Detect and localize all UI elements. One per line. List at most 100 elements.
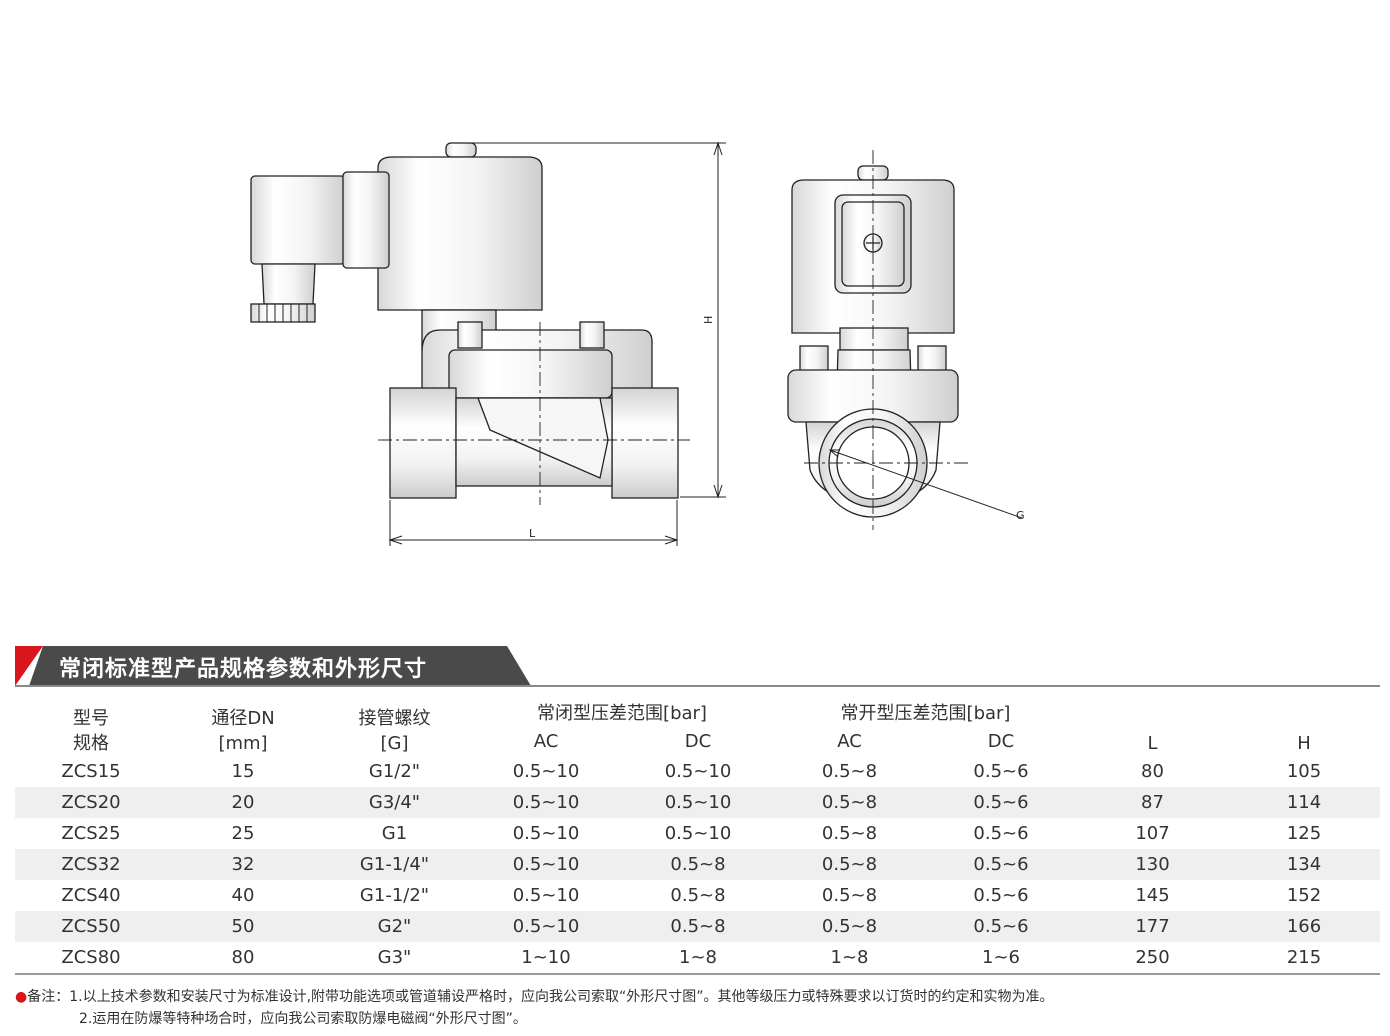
dim-label-l: L — [529, 527, 536, 540]
cell-thread: G3" — [319, 942, 470, 975]
front-view — [250, 141, 726, 546]
cell-no-ac: 0.5~8 — [774, 880, 925, 911]
table-row: ZCS80 80 G3" 1~10 1~8 1~8 1~6 250 215 — [15, 942, 1380, 975]
cell-nc-dc: 0.5~8 — [622, 911, 774, 942]
cell-thread: G1-1/4" — [319, 849, 470, 880]
side-view — [787, 150, 1023, 530]
cell-model: ZCS20 — [15, 787, 167, 818]
cell-no-ac: 0.5~8 — [774, 756, 925, 787]
cell-l: 145 — [1077, 880, 1228, 911]
cell-nc-ac: 0.5~10 — [470, 911, 622, 942]
side-bolt-left — [799, 345, 829, 373]
cell-no-dc: 1~6 — [925, 942, 1077, 975]
dim-label-h: H — [702, 316, 715, 324]
cell-no-ac: 0.5~8 — [774, 911, 925, 942]
cell-h: 114 — [1228, 787, 1380, 818]
cell-dn: 40 — [167, 880, 319, 911]
cell-h: 152 — [1228, 880, 1380, 911]
cell-h: 215 — [1228, 942, 1380, 975]
cell-model: ZCS50 — [15, 911, 167, 942]
header-dn-line2: [mm] — [218, 733, 268, 754]
cell-no-dc: 0.5~6 — [925, 818, 1077, 849]
section-header-rule — [15, 685, 1380, 687]
cell-no-ac: 0.5~8 — [774, 818, 925, 849]
cell-l: 107 — [1077, 818, 1228, 849]
cell-l: 250 — [1077, 942, 1228, 975]
cable-gland — [261, 263, 316, 305]
valve-drawing-svg: H L G — [250, 141, 1025, 546]
cell-no-dc: 0.5~6 — [925, 880, 1077, 911]
note-bullet: ● — [15, 989, 28, 1005]
cell-dn: 50 — [167, 911, 319, 942]
header-dn-line1: 通径DN — [211, 708, 275, 729]
header-nc-range: 常闭型压差范围[bar] — [470, 694, 774, 726]
cell-l: 177 — [1077, 911, 1228, 942]
cell-h: 125 — [1228, 818, 1380, 849]
cell-dn: 20 — [167, 787, 319, 818]
cell-no-ac: 0.5~8 — [774, 849, 925, 880]
cell-model: ZCS40 — [15, 880, 167, 911]
connector-plug — [250, 175, 346, 265]
body-port-left — [389, 387, 457, 499]
cell-nc-ac: 0.5~10 — [470, 787, 622, 818]
section-title: 常闭标准型产品规格参数和外形尺寸 — [59, 657, 428, 682]
spec-table-body: ZCS15 15 G1/2" 0.5~10 0.5~10 0.5~8 0.5~6… — [15, 756, 1380, 975]
table-row: ZCS40 40 G1-1/2" 0.5~10 0.5~8 0.5~8 0.5~… — [15, 880, 1380, 911]
note-text-2: 2.运用在防爆等特种场合时，应向我公司索取防爆电磁阀“外形尺寸图”。 — [79, 1011, 527, 1027]
cell-model: ZCS80 — [15, 942, 167, 975]
cell-dn: 32 — [167, 849, 319, 880]
header-nc-dc: DC — [622, 726, 774, 756]
flange-plate — [448, 349, 613, 399]
cell-nc-dc: 0.5~8 — [622, 880, 774, 911]
bolt-right — [579, 321, 605, 349]
header-nc-ac: AC — [470, 726, 622, 756]
section-header: 常闭标准型产品规格参数和外形尺寸 — [15, 646, 1380, 687]
cell-thread: G1 — [319, 818, 470, 849]
dim-label-g: G — [1016, 509, 1025, 522]
connector-flange — [342, 171, 390, 269]
header-thread-line2: [G] — [380, 733, 409, 754]
header-thread: 接管螺纹 [G] — [319, 694, 470, 756]
cell-h: 105 — [1228, 756, 1380, 787]
table-row: ZCS15 15 G1/2" 0.5~10 0.5~10 0.5~8 0.5~6… — [15, 756, 1380, 787]
header-thread-line1: 接管螺纹 — [358, 708, 431, 729]
cell-no-dc: 0.5~6 — [925, 911, 1077, 942]
cell-dn: 25 — [167, 818, 319, 849]
bolt-left — [457, 321, 483, 349]
cell-thread: G1/2" — [319, 756, 470, 787]
cell-nc-dc: 1~8 — [622, 942, 774, 975]
header-dn: 通径DN [mm] — [167, 694, 319, 756]
cell-model: ZCS32 — [15, 849, 167, 880]
cell-no-ac: 1~8 — [774, 942, 925, 975]
valve-drawing: H L G — [250, 141, 1025, 546]
cell-thread: G2" — [319, 911, 470, 942]
cell-nc-dc: 0.5~8 — [622, 849, 774, 880]
header-h: H — [1228, 694, 1380, 756]
header-no-dc: DC — [925, 726, 1077, 756]
table-row: ZCS20 20 G3/4" 0.5~10 0.5~10 0.5~8 0.5~6… — [15, 787, 1380, 818]
cell-h: 166 — [1228, 911, 1380, 942]
cell-thread: G1-1/2" — [319, 880, 470, 911]
header-model-line2: 规格 — [73, 733, 109, 754]
header-model: 型号 规格 — [15, 694, 167, 756]
header-no-range: 常开型压差范围[bar] — [774, 694, 1077, 726]
cell-model: ZCS25 — [15, 818, 167, 849]
header-no-ac: AC — [774, 726, 925, 756]
cell-thread: G3/4" — [319, 787, 470, 818]
side-bolt-right — [917, 345, 947, 373]
section-header-bar — [29, 646, 531, 686]
table-row: ZCS50 50 G2" 0.5~10 0.5~8 0.5~8 0.5~6 17… — [15, 911, 1380, 942]
cell-h: 134 — [1228, 849, 1380, 880]
spec-table-head: 型号 规格 通径DN [mm] 接管螺纹 [G] 常闭型压差范围[bar] 常开… — [15, 694, 1380, 756]
cell-l: 80 — [1077, 756, 1228, 787]
cell-nc-dc: 0.5~10 — [622, 787, 774, 818]
body-port-right — [611, 387, 679, 499]
note-prefix: 备注： — [27, 989, 70, 1005]
table-row: ZCS32 32 G1-1/4" 0.5~10 0.5~8 0.5~8 0.5~… — [15, 849, 1380, 880]
cell-dn: 80 — [167, 942, 319, 975]
cell-nc-ac: 0.5~10 — [470, 849, 622, 880]
top-knob — [445, 142, 477, 158]
cell-nc-dc: 0.5~10 — [622, 756, 774, 787]
cell-nc-ac: 1~10 — [470, 942, 622, 975]
notes: ●备注：1.以上技术参数和安装尺寸为标准设计,附带功能选项或管道辅设严格时，应向… — [15, 986, 1380, 1030]
